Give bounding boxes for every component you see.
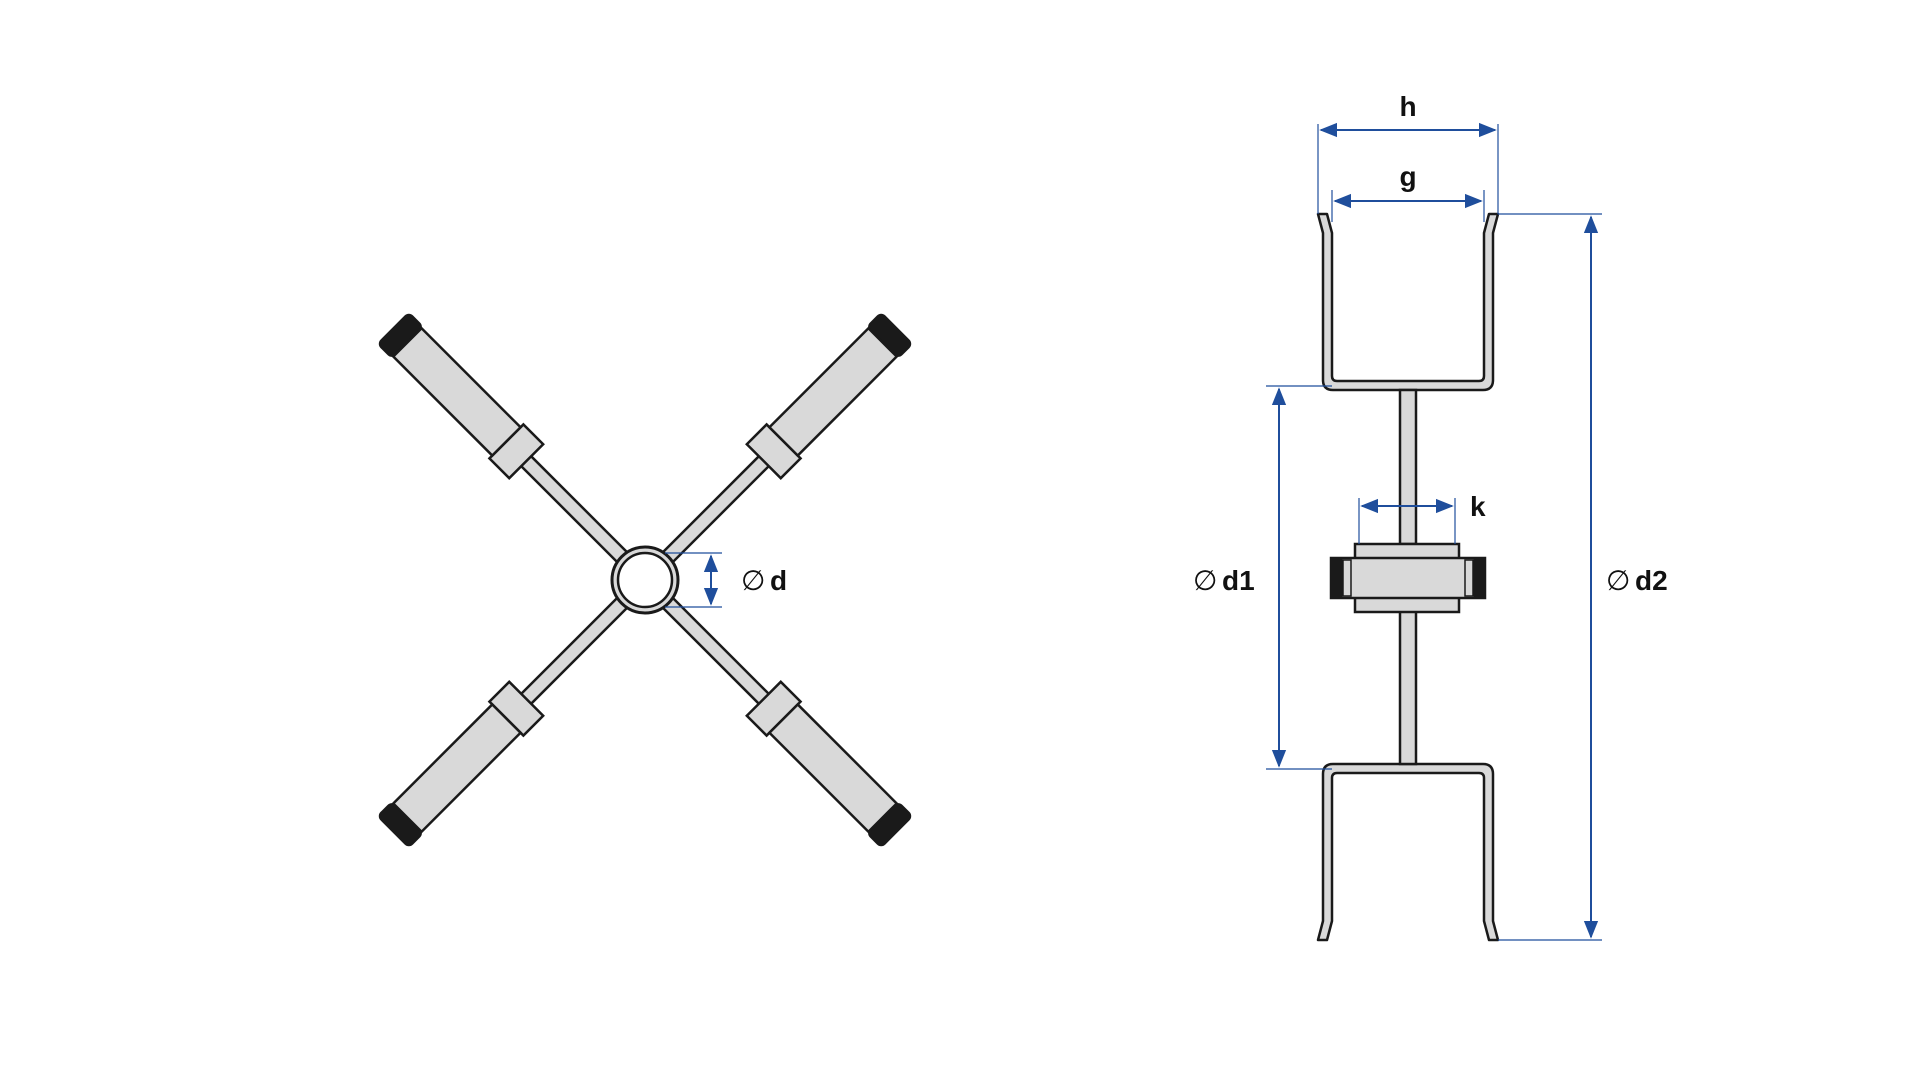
front-view: ∅ d [378, 313, 912, 847]
upper-rod [1398, 388, 1418, 546]
spacer-arm-top-right [653, 313, 912, 572]
spacer-arm-bottom-right [653, 588, 912, 847]
top-channel [1316, 212, 1500, 392]
diameter-symbol-d1: ∅ [1193, 565, 1217, 596]
hub-assembly [1329, 542, 1487, 614]
dimension-label-d: d [770, 565, 787, 596]
dimension-g: g [1331, 161, 1485, 222]
lower-rod [1398, 608, 1418, 766]
spacer-arm-bottom-left [378, 588, 637, 847]
dimension-label-h: h [1399, 91, 1416, 122]
dimension-label-d2: d2 [1635, 565, 1668, 596]
hub-bore [616, 551, 674, 609]
diameter-symbol-d2: ∅ [1606, 565, 1630, 596]
dimension-label-g: g [1399, 161, 1416, 192]
dimension-h: h [1317, 91, 1499, 214]
dimension-label-d1: d1 [1222, 565, 1255, 596]
dimension-label-k: k [1470, 491, 1486, 522]
diameter-symbol: ∅ [741, 565, 765, 596]
dimension-d: ∅ d [665, 552, 787, 608]
side-view: h g k ∅ d1 ∅ d2 [1193, 91, 1668, 942]
dimension-k: k [1358, 491, 1486, 544]
dimension-d1: ∅ d1 [1193, 385, 1332, 770]
dimension-d2: ∅ d2 [1498, 213, 1668, 941]
spacer-arm-top-left [378, 313, 637, 572]
bottom-channel [1316, 762, 1500, 942]
